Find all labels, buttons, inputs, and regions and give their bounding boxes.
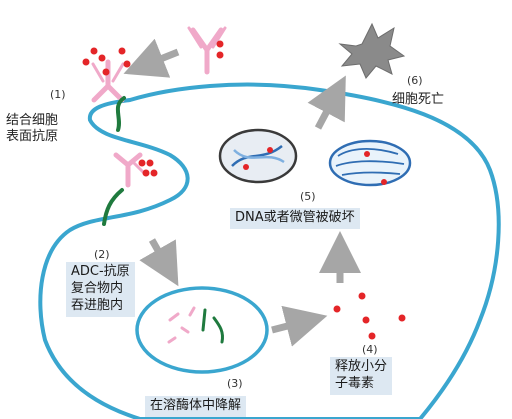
step3-label: 在溶酶体中降解 xyxy=(145,396,247,417)
arrow-to-lysosome xyxy=(139,238,179,287)
step4-label-line2: 子毒素 xyxy=(335,375,375,391)
antigen-receptor-icon xyxy=(115,96,126,132)
step6-number: (6) xyxy=(407,74,423,87)
arrow-to-toxins xyxy=(271,305,328,347)
step1-label-line1: 结合细胞 xyxy=(6,113,59,128)
step1-label: 结合细胞 表面抗原 xyxy=(6,113,58,146)
step6-label: 细胞死亡 xyxy=(392,92,445,107)
arrow-bind xyxy=(123,38,180,78)
step1-label-line2: 表面抗原 xyxy=(6,129,59,145)
free-antibody-icon xyxy=(187,26,227,75)
toxin-molecules-icon xyxy=(333,292,406,340)
step4-number: (4) xyxy=(362,343,378,356)
internalized-antibody-icon xyxy=(113,152,158,188)
step2-number: (2) xyxy=(94,248,110,261)
step4-label: 释放小分 子毒素 xyxy=(330,357,393,395)
step2-label-line3: 吞进胞内 xyxy=(71,297,124,313)
step1-number: (1) xyxy=(50,88,66,101)
step2-label-line2: 复合物内 xyxy=(71,280,124,296)
bound-antibody-icon xyxy=(82,47,131,103)
microtubule-icon xyxy=(328,139,412,187)
lysosome xyxy=(135,286,269,374)
cell-membrane xyxy=(38,82,501,419)
dead-cell-icon xyxy=(338,22,406,79)
dna-helix-icon xyxy=(218,128,298,184)
arrow-to-death xyxy=(307,75,346,130)
step2-label: ADC-抗原 复合物内 吞进胞内 xyxy=(66,262,135,317)
step3-number: (3) xyxy=(227,377,243,390)
step2-label-line1: ADC-抗原 xyxy=(71,264,130,279)
step5-label: DNA或者微管被破坏 xyxy=(230,208,360,229)
step4-label-line1: 释放小分 xyxy=(335,359,388,374)
step5-number: (5) xyxy=(300,190,316,203)
internalized-antigen-icon xyxy=(102,188,124,226)
degraded-fragments-icon xyxy=(167,306,224,344)
